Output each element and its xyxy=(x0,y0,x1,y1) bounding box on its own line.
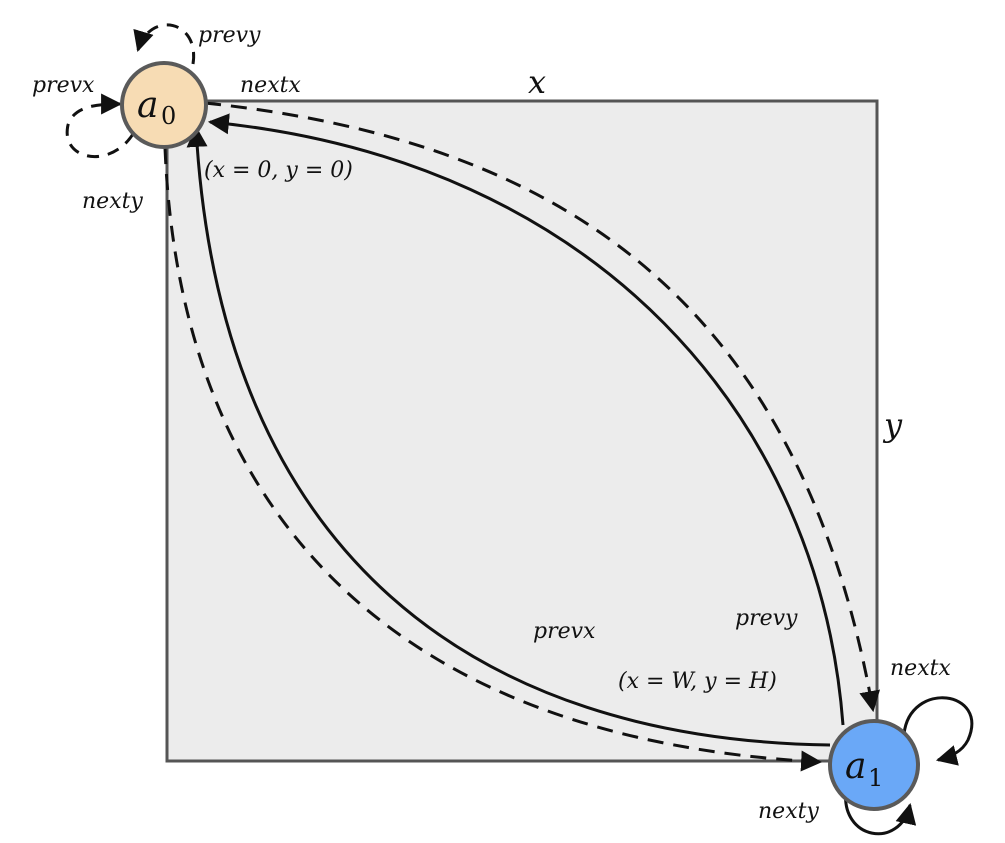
label-a0-nexty: nexty xyxy=(82,189,143,214)
edge-a0-prevx-loop xyxy=(65,93,135,159)
edge-a1-nexty-loop xyxy=(844,789,917,836)
edge-a1-a0-prevy-solid xyxy=(207,113,845,726)
grid-rectangle xyxy=(165,99,879,763)
label-mid-prevx: prevx xyxy=(533,619,596,644)
node-a0-subscript: 0 xyxy=(161,102,176,130)
node-a1-base: a xyxy=(845,746,866,787)
a0-coordinate-label: (x = 0, y = 0) xyxy=(204,158,353,183)
edge-a1-nextx-loop xyxy=(902,696,974,766)
label-a1-nexty: nexty xyxy=(758,799,819,824)
a1-coordinate-label: (x = W, y = H) xyxy=(618,669,777,694)
label-mid-prevy: prevy xyxy=(735,606,798,631)
node-a0: a 0 xyxy=(120,61,208,149)
label-a0-prevx: prevx xyxy=(32,73,95,98)
x-axis-label: x xyxy=(528,63,546,101)
edge-a0-a1-nextx-dashed xyxy=(204,101,881,713)
node-a1-subscript: 1 xyxy=(868,764,883,792)
edge-a0-prevy-loop xyxy=(133,23,196,65)
y-axis-label: y xyxy=(882,406,903,444)
label-a1-nextx: nextx xyxy=(890,656,951,681)
node-a1: a 1 xyxy=(828,719,920,811)
label-a0-nextx: nextx xyxy=(240,73,301,98)
label-a0-prevy: prevy xyxy=(198,23,261,48)
node-a0-base: a xyxy=(137,85,158,126)
edge-a1-a0-prevx-solid xyxy=(186,125,831,747)
